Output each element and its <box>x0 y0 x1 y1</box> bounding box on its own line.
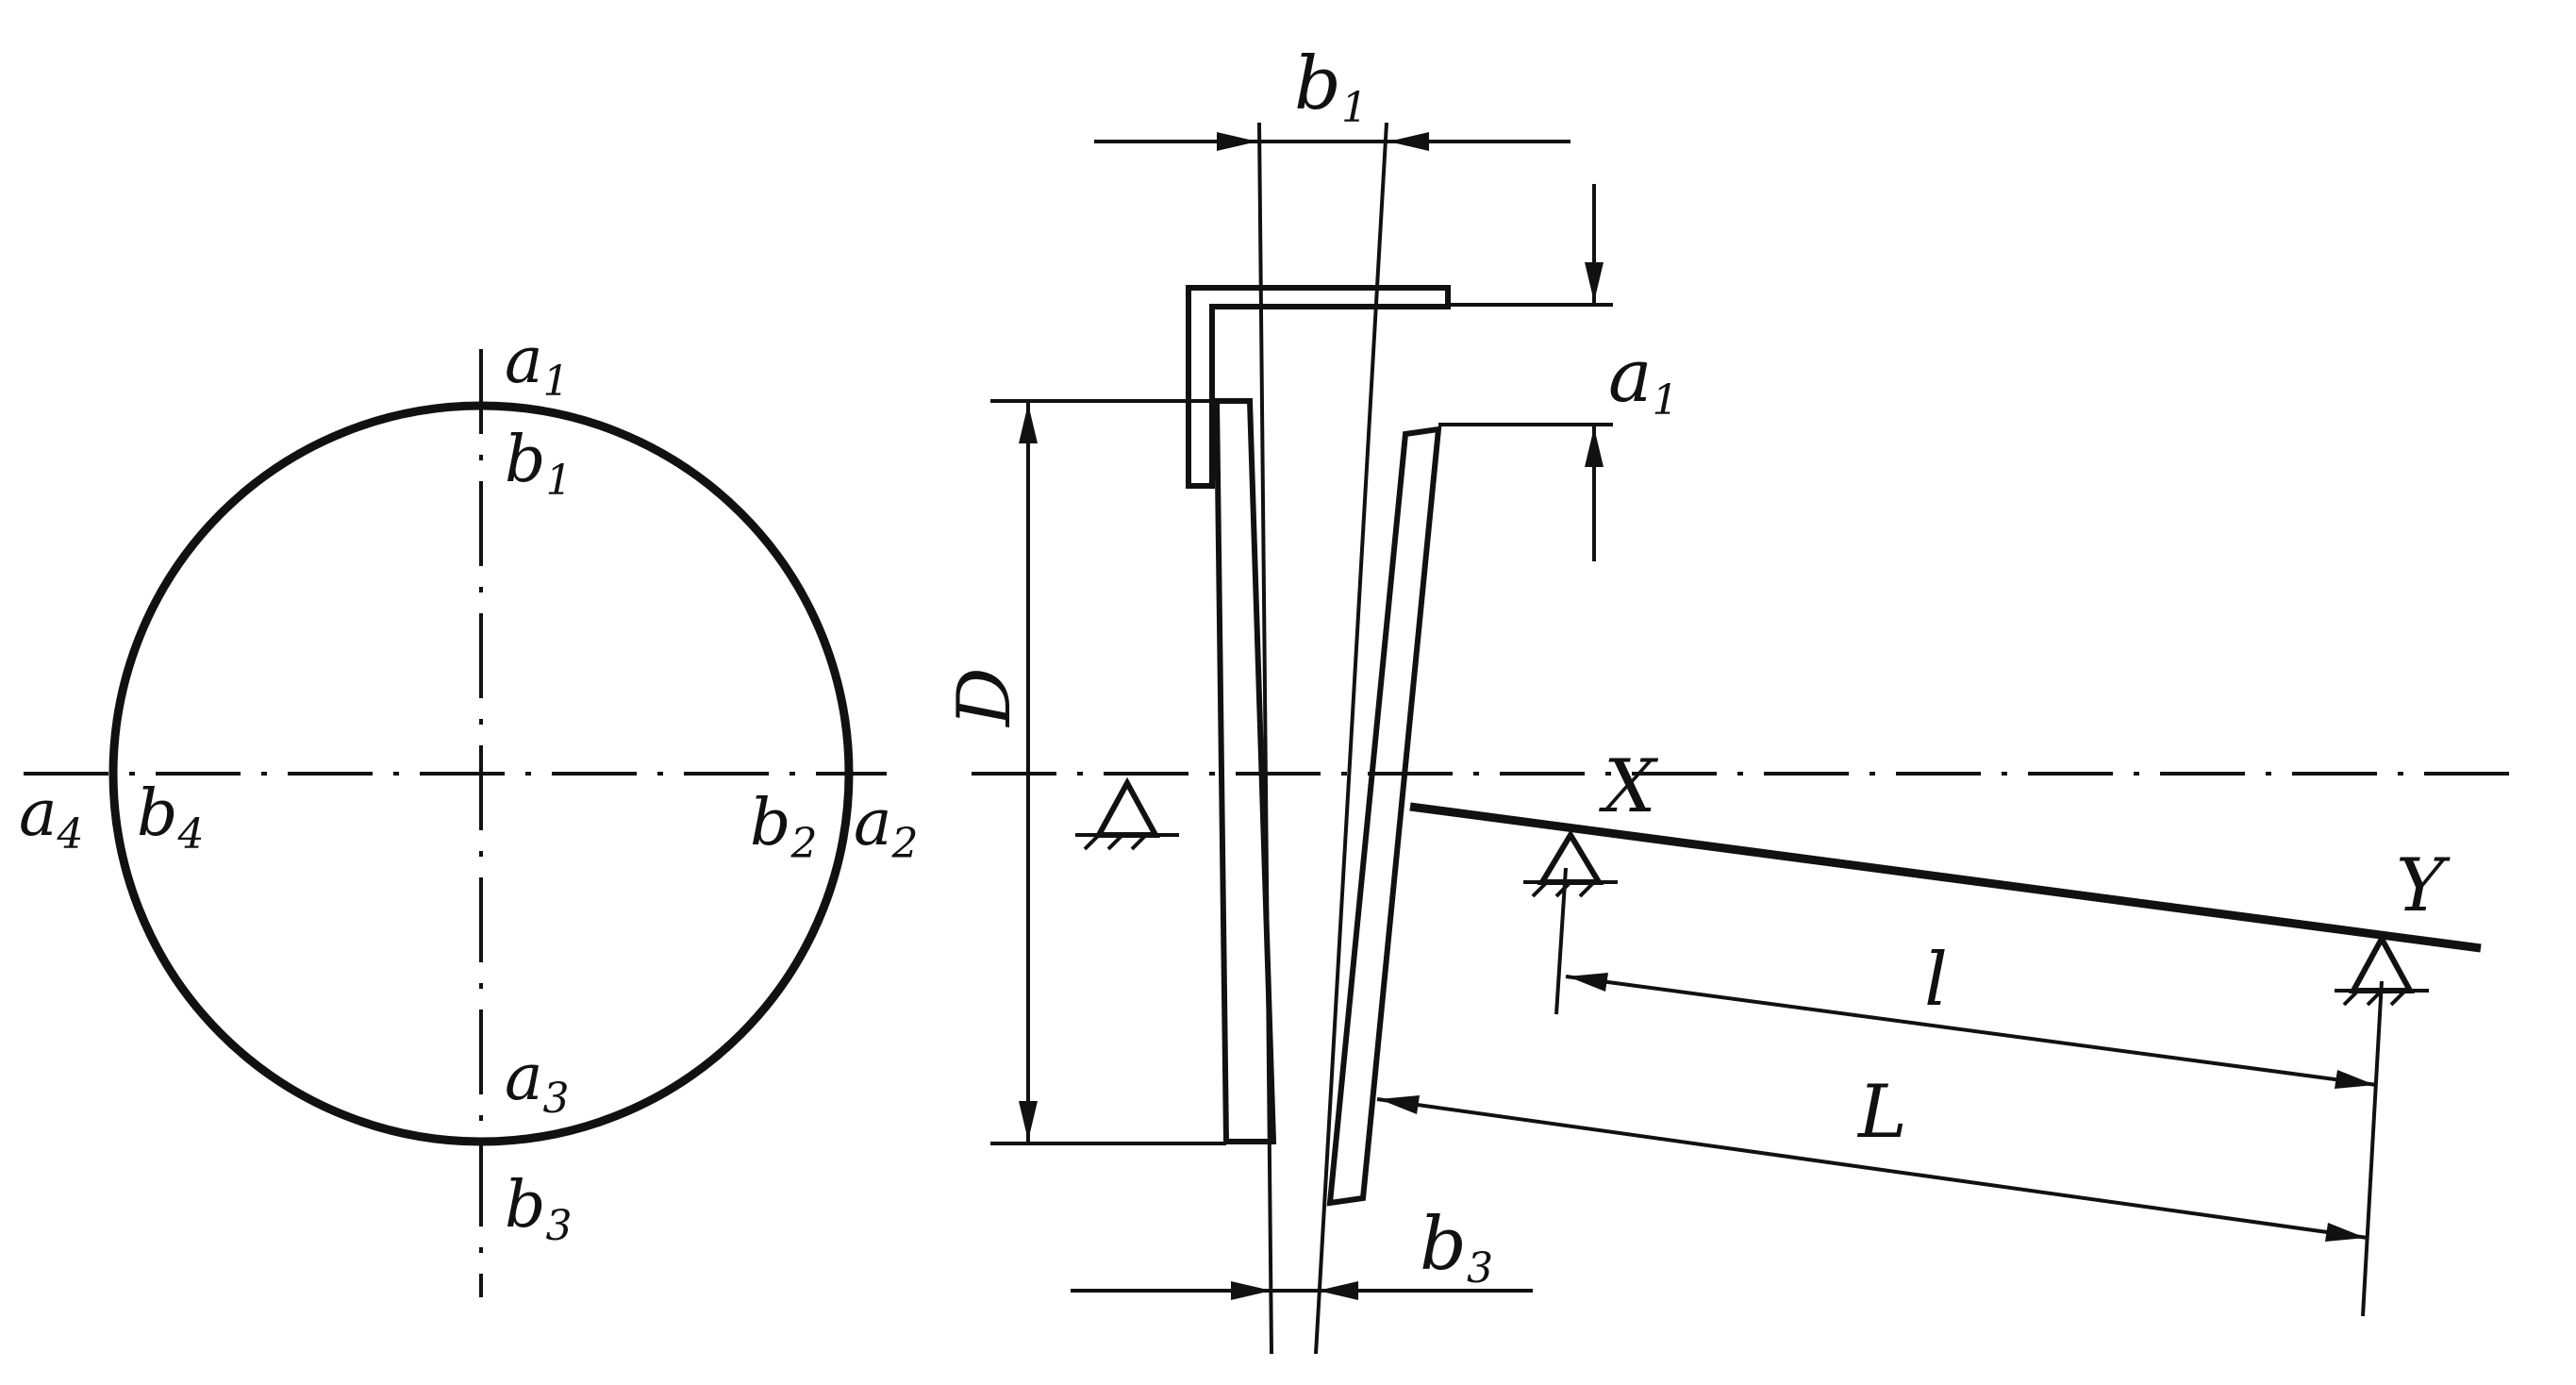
support-symbol-near <box>1523 829 1618 898</box>
far-support-line <box>2361 980 2384 1317</box>
label-b1: b1 <box>505 423 573 505</box>
l-arrow-left <box>1568 973 1608 992</box>
D-arrow-top <box>1019 404 1038 443</box>
left-rim-plate <box>1213 398 1277 1144</box>
b3-arrow-right <box>1318 1281 1358 1300</box>
label-Y: Y <box>2396 843 2451 928</box>
L-arrow-left <box>1379 1095 1420 1114</box>
label-b3-dim: b3 <box>1420 1202 1493 1293</box>
D-arrow-bottom <box>1019 1101 1038 1141</box>
right-rim-plate <box>1326 426 1442 1207</box>
b1-arrow-right <box>1388 132 1429 151</box>
hub-bore-line-left <box>1257 122 1273 1355</box>
l-arrow-right <box>2335 1070 2375 1089</box>
hub-bore-line-right <box>1314 122 1388 1355</box>
b1-arrow-left <box>1217 132 1257 151</box>
label-L: L <box>1856 1070 1907 1155</box>
label-b3: b3 <box>505 1168 573 1250</box>
L-arrow-right <box>2325 1223 2366 1242</box>
label-a1-dim: a1 <box>1608 334 1679 425</box>
top-bracket <box>1186 285 1451 489</box>
label-X: X <box>1598 744 1659 829</box>
a1-arrow-bottom <box>1585 427 1604 467</box>
label-D: D <box>942 667 1027 728</box>
tilted-shaft-line <box>1409 802 2482 953</box>
side-view: D b1 a1 b3 <box>942 42 2514 1355</box>
label-b1-dim: b1 <box>1294 42 1368 132</box>
label-a3: a3 <box>505 1041 570 1123</box>
label-a2: a2 <box>854 786 919 868</box>
label-l: l <box>1924 938 1948 1023</box>
support-symbol-hub <box>1075 776 1179 851</box>
label-b2: b2 <box>750 786 818 868</box>
circle-view: a1 b1 a3 b3 a4 b4 b2 a2 <box>19 324 919 1297</box>
label-b4: b4 <box>137 776 205 859</box>
label-a1: a1 <box>505 324 570 406</box>
b3-arrow-left <box>1231 1281 1271 1300</box>
near-support-line <box>1554 867 1568 1015</box>
L-dimension-line <box>1376 1097 2368 1240</box>
label-a4: a4 <box>19 776 84 859</box>
l-dimension-line <box>1565 975 2378 1087</box>
a1-arrow-top <box>1585 262 1604 302</box>
